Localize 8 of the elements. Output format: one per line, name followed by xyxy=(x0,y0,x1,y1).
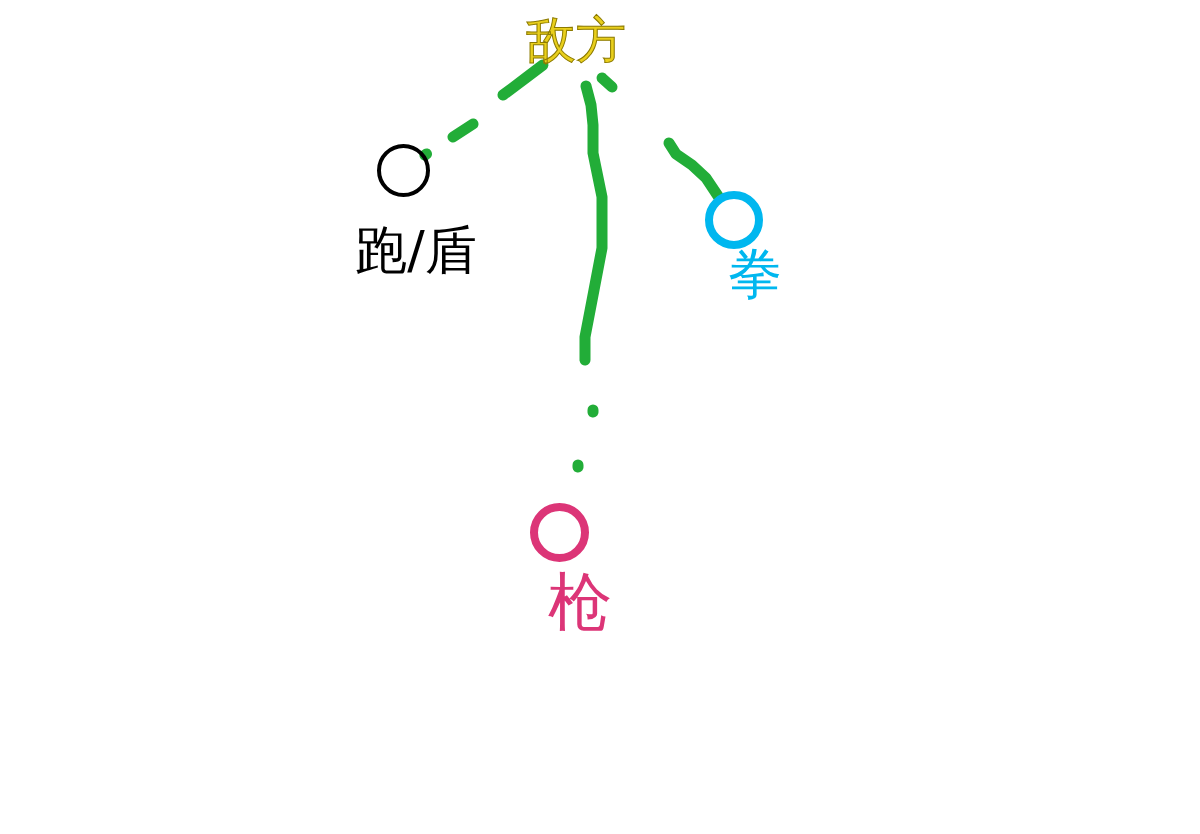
ring-icon xyxy=(529,502,589,562)
node-caption: 拳 xyxy=(728,247,782,301)
dashed-connector xyxy=(419,59,549,161)
node-caption: 枪 xyxy=(548,570,612,634)
ring-icon xyxy=(376,143,430,197)
node-caption: 跑/盾 xyxy=(355,224,477,276)
ring-icon xyxy=(705,191,763,249)
node-label: 敌方 xyxy=(526,15,626,65)
